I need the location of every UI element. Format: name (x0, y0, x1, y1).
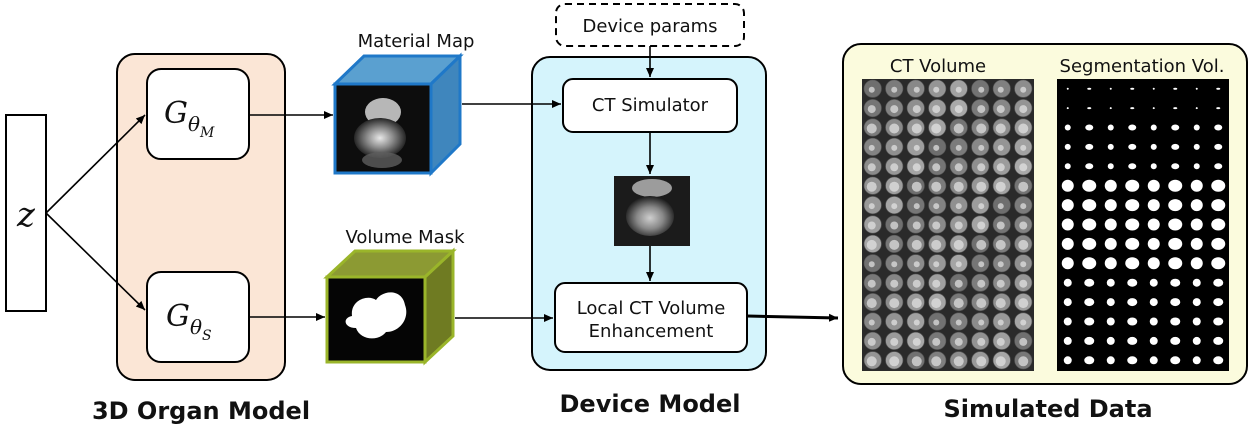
edge-z-to-shape (45, 212, 146, 311)
ct-simulator-label: CT Simulator (592, 95, 709, 116)
material-generator-label: GθM (164, 96, 215, 141)
material-generator-box (146, 68, 250, 160)
edge-enhancement-to-output (746, 313, 839, 322)
segmentation-label: Segmentation Vol. (1060, 56, 1225, 77)
device-params-box (555, 3, 745, 47)
ct-volume-label: CT Volume (890, 56, 986, 77)
shape-generator-label: GθS (166, 299, 212, 344)
ct-volume-slice-grid (862, 79, 1034, 371)
volume-mask-volume (323, 247, 457, 366)
volume-mask-label: Volume Mask (345, 227, 465, 248)
segmentation-slice-grid (1057, 79, 1229, 371)
enhancement-label-line2: Enhancement (589, 321, 714, 342)
enhancement-label-line1: Local CT Volume (577, 298, 726, 319)
latent-z-box (5, 114, 47, 312)
device-params-label: Device params (582, 16, 717, 37)
simulated-data-title: Simulated Data (943, 395, 1152, 423)
simulated-ct-slice-image (614, 176, 690, 246)
edge-z-to-material (45, 114, 146, 214)
latent-z-symbol: z (16, 195, 36, 235)
organ-model-title: 3D Organ Model (92, 397, 310, 425)
material-map-label: Material Map (358, 31, 475, 52)
material-map-volume (331, 52, 464, 177)
device-model-title: Device Model (560, 390, 741, 418)
